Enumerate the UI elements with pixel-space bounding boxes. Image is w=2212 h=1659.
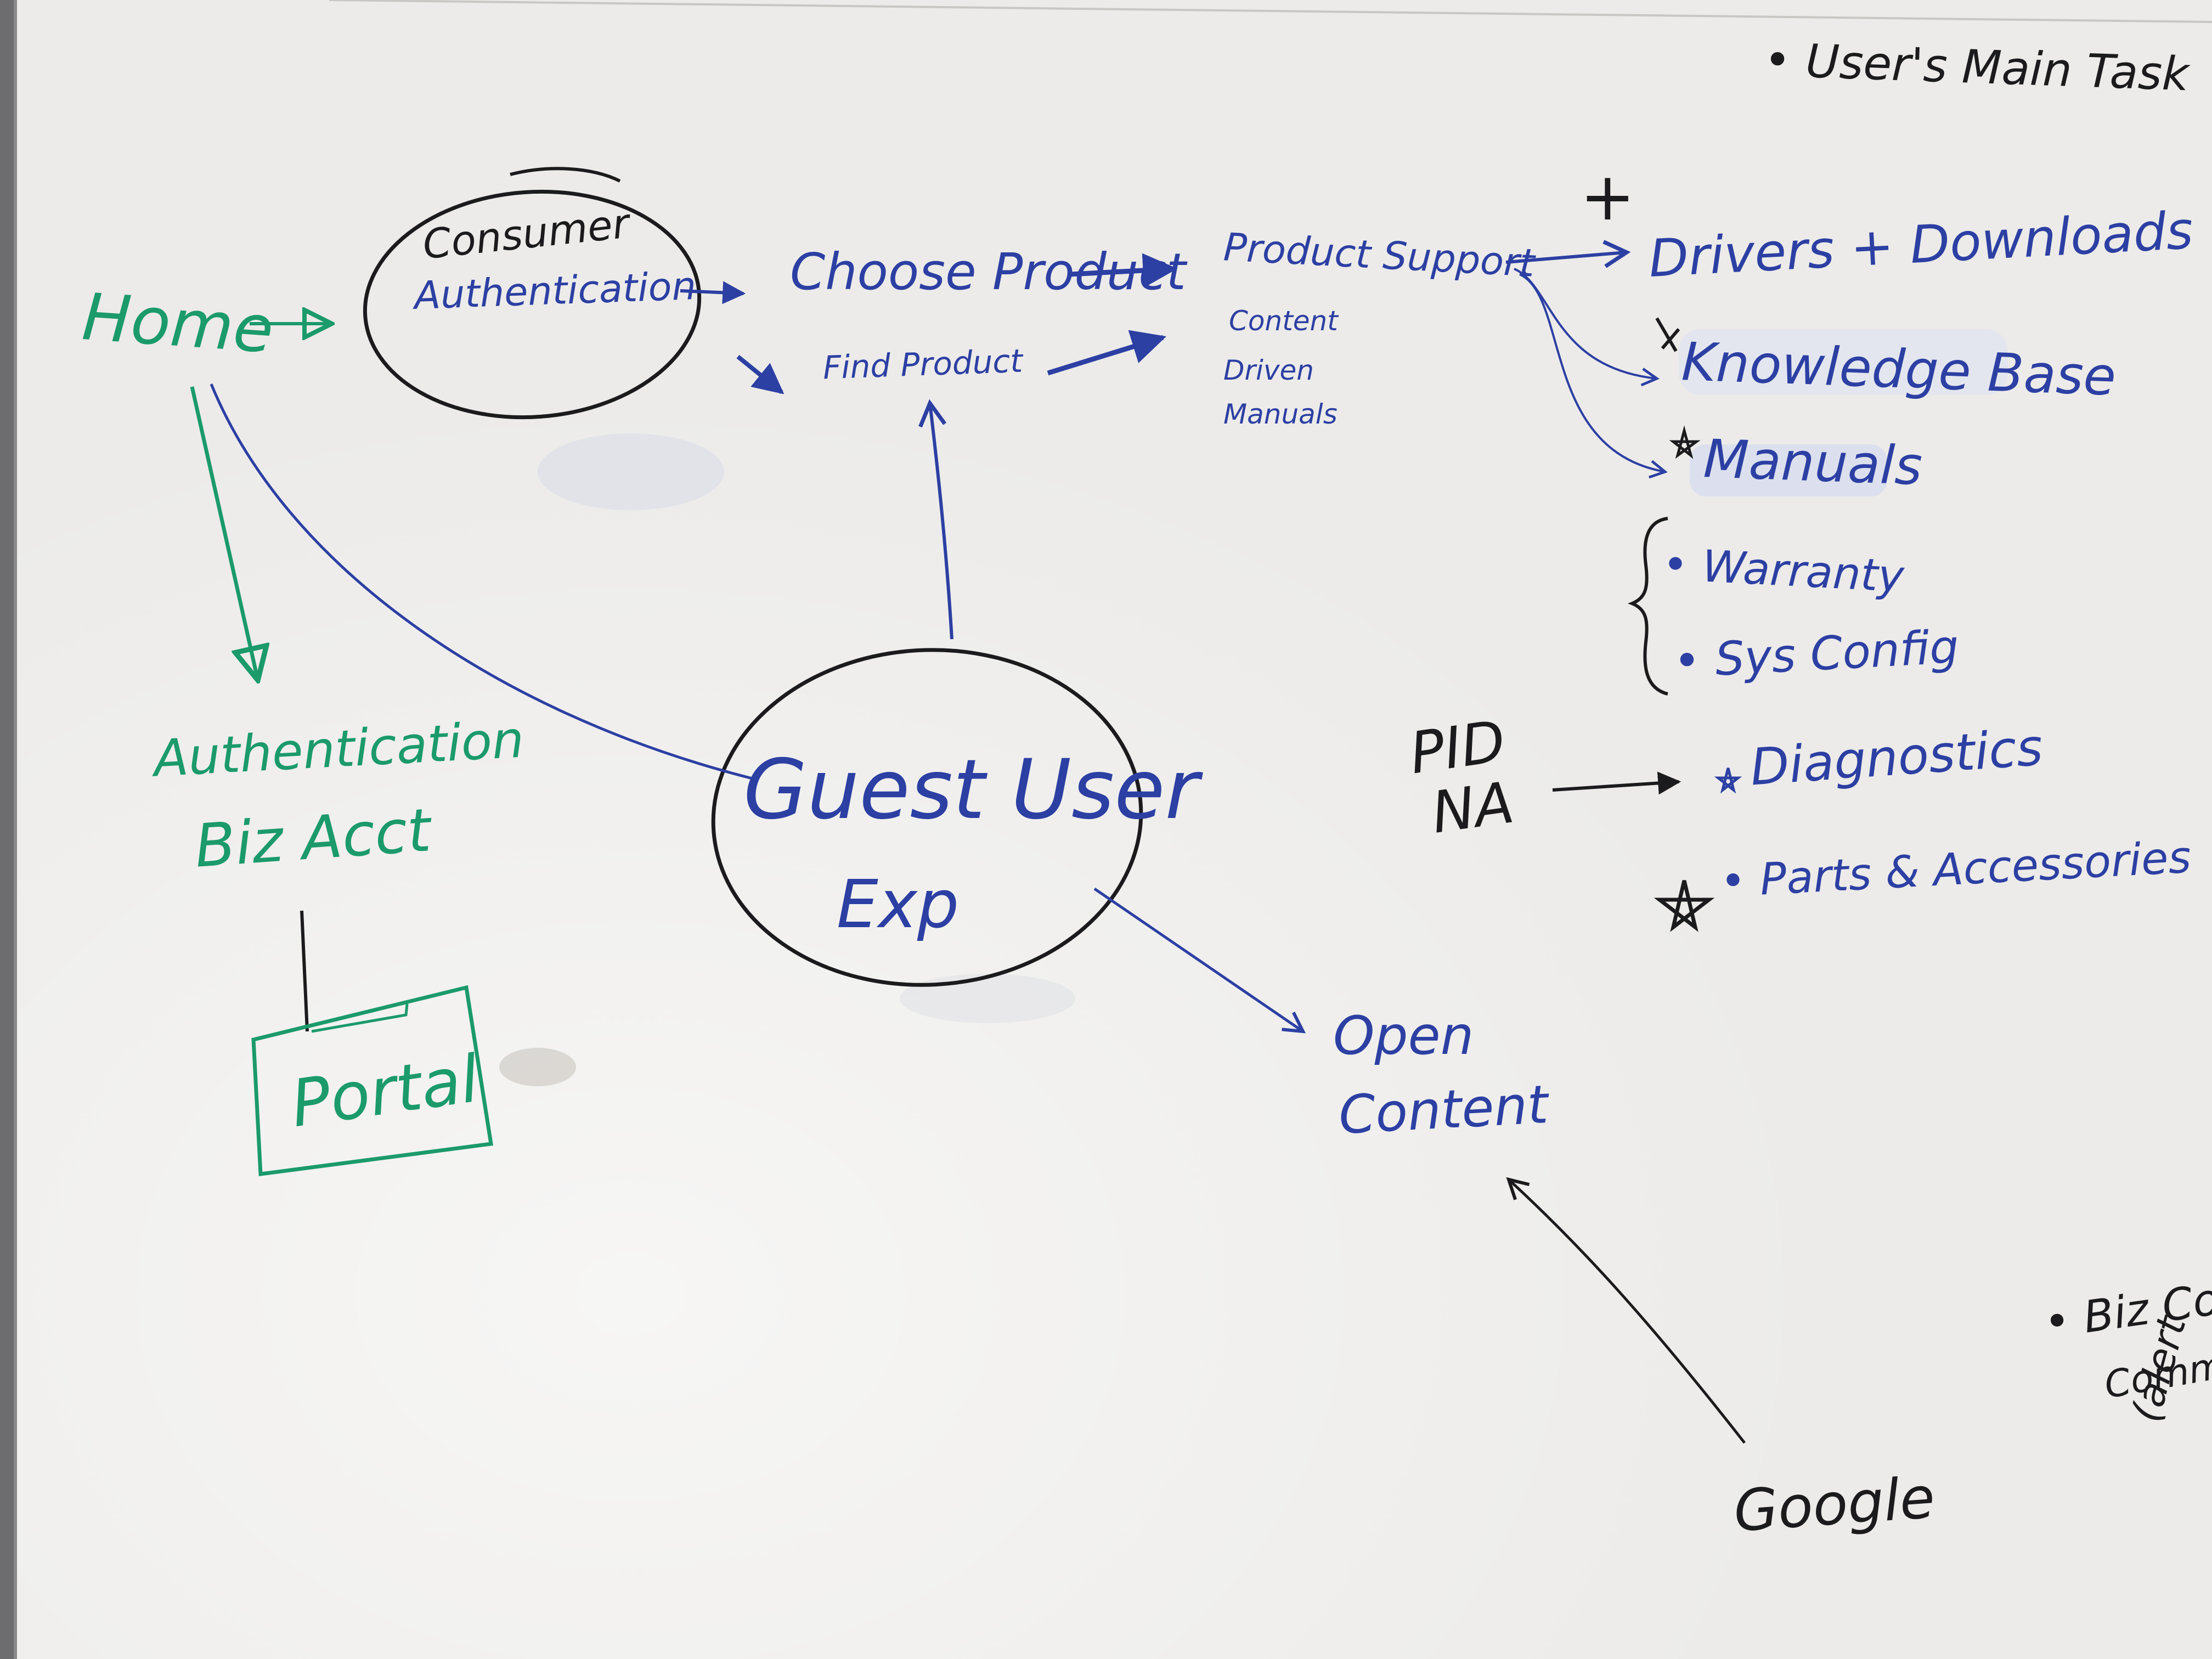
auth-biz-line2: Biz Acct	[193, 796, 433, 881]
pid-to-diagnostics-arrow	[1552, 771, 1681, 795]
guest-user-line1: Guest User	[743, 742, 1199, 838]
plus-mark: +	[1580, 159, 1635, 235]
star-icon	[1714, 768, 1742, 794]
support-brace	[1627, 517, 1668, 696]
eraser-smudge-1	[538, 433, 724, 510]
guest-to-find-arrow	[918, 399, 953, 640]
home-to-auth-biz-arrow	[190, 386, 258, 680]
find-to-content-arrow	[1047, 330, 1167, 376]
guest-to-open-content-arrow	[1093, 887, 1306, 1034]
support-to-drivers-arrow	[1505, 240, 1631, 268]
manuals-highlight	[1690, 444, 1887, 496]
content-driven-manuals-line3: Manuals	[1223, 398, 1338, 430]
warranty-item: • Warranty	[1661, 538, 1905, 602]
auth-to-find-arrow	[736, 354, 785, 394]
auth-to-choose-arrow	[680, 281, 746, 304]
board-glare	[15, 0, 2212, 1659]
star-icon	[1669, 425, 1701, 459]
star-icon	[1654, 880, 1715, 932]
sys-config-item: • Sys Config	[1672, 619, 1960, 689]
content-driven-manuals-line2: Driven	[1223, 354, 1314, 386]
manuals-item: Manuals	[1702, 428, 1923, 497]
portal-box	[251, 985, 494, 1176]
choose-to-support-arrow	[1069, 253, 1178, 288]
choose-product-node: Choose Product	[790, 242, 1186, 301]
users-main-task-note: • User's Main Task	[1763, 32, 2190, 101]
eraser-smudge-2	[900, 974, 1075, 1023]
na-label: NA	[1427, 769, 1518, 847]
find-product-node: Find Product	[822, 342, 1024, 387]
support-to-manuals-arrow	[1519, 273, 1668, 479]
google-to-open-content-arrow	[1506, 1177, 1746, 1444]
open-content-line1: Open	[1333, 1005, 1474, 1066]
content-driven-manuals-line1: Content	[1229, 305, 1338, 337]
google-node: Google	[1731, 1464, 1937, 1545]
auth-biz-to-portal-line	[300, 910, 309, 1032]
guest-user-ellipse	[711, 648, 1143, 987]
knowledge-mark-icon	[1655, 317, 1680, 352]
home-to-guest-curve	[210, 383, 755, 781]
authentication-label: Authentication	[413, 263, 697, 318]
eraser-smudge-3	[499, 1048, 576, 1086]
home-node: Home	[80, 279, 276, 368]
knowledge-highlight	[1679, 329, 2008, 395]
portal-box-inner	[311, 1003, 409, 1033]
consumer-ellipse-overlap	[510, 167, 621, 183]
guest-user-line2: Exp	[837, 867, 960, 943]
knowledge-base-item: Knowledge Base	[1680, 331, 2117, 408]
open-content-line2: Content	[1337, 1074, 1550, 1146]
